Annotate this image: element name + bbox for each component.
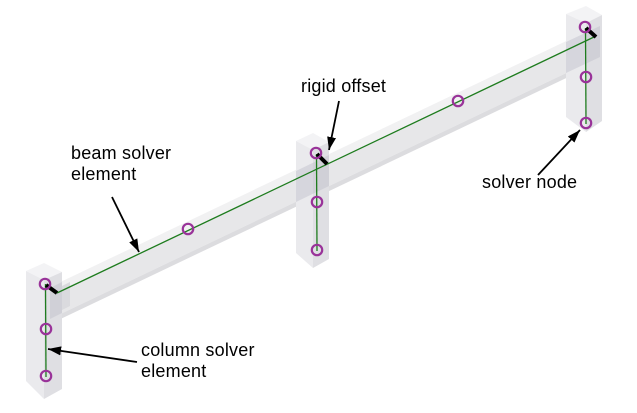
right-rigid-offset: [584, 26, 598, 39]
label-line: rigid offset: [301, 76, 387, 96]
left-rigid-offset: [44, 283, 59, 295]
solver-node-marker: [309, 146, 323, 160]
solver-node-marker: [310, 195, 324, 209]
middle-rigid-offset: [315, 152, 329, 166]
solver-node-marker: [310, 243, 324, 257]
middle-column-top-face: [296, 133, 329, 150]
middle-column-front-face: [296, 141, 313, 268]
label-line: element: [141, 361, 207, 381]
column-solver-element-label: column solver element: [141, 340, 255, 382]
label-line: column solver: [141, 340, 255, 360]
rigid-offset-label: rigid offset: [301, 76, 386, 97]
right-column-solver-line: [584, 27, 587, 125]
label-line: element: [71, 164, 137, 184]
beam-label-arrow: [111, 196, 140, 253]
solver-node-marker: [39, 322, 53, 336]
left-column-front-face: [26, 271, 44, 399]
solver-node-label: solver node: [482, 172, 577, 193]
column-label-arrow: [47, 346, 138, 363]
middle-column-solver-line: [315, 153, 318, 252]
solver-node-marker: [579, 70, 593, 84]
solver-node-marker: [579, 116, 593, 130]
label-line: solver node: [482, 172, 578, 192]
left-column-solver-line: [44, 283, 47, 378]
rigid-label-arrow: [327, 100, 340, 151]
right-column-top-face: [566, 6, 602, 23]
solver-node-marker: [578, 20, 592, 34]
solver-node-marker: [38, 277, 52, 291]
solver-node-marker: [451, 94, 465, 108]
left-column-top-face: [26, 263, 62, 280]
label-line: beam solver: [71, 143, 172, 163]
solver-node-marker: [39, 369, 53, 383]
beam-solver-element-label: beam solver element: [71, 143, 171, 185]
left-column-side-face: [44, 272, 62, 399]
solver-node-marker: [181, 222, 195, 236]
right-column-side-face: [586, 15, 602, 132]
node-label-arrow: [537, 129, 581, 176]
